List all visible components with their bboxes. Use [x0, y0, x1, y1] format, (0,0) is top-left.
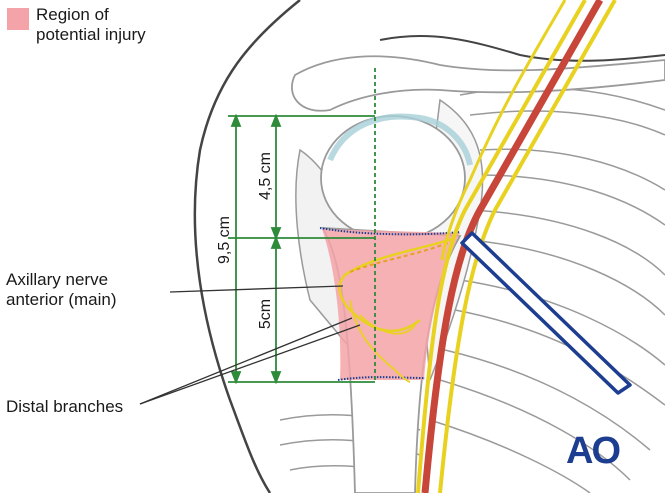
axillary-nerve-dashed: [349, 239, 456, 273]
legend-swatch: [7, 8, 29, 30]
leader-lines: [139, 285, 361, 405]
injury-bottom-edge: [337, 376, 426, 381]
neck-outline: [379, 35, 665, 62]
body-outline: [193, 0, 301, 493]
injury-region: [322, 229, 460, 380]
nerve-2: [438, 0, 617, 493]
articular-cartilage: [327, 113, 473, 166]
axillary-nerve-main: [338, 236, 456, 333]
dimension-lines: [228, 113, 375, 385]
measure-upper-label: 4,5 cm: [257, 152, 274, 201]
nerve-1: [416, 0, 587, 493]
clavicle: [291, 55, 665, 112]
legend-label: Region of potential injury: [36, 5, 146, 45]
measure-lower-label: 5cm: [257, 298, 274, 330]
artery: [421, 0, 604, 493]
injury-top-edge: [319, 227, 461, 236]
distal-branches-label: Distal branches: [6, 397, 124, 416]
measure-total-label: 9,5 cm: [216, 216, 233, 265]
humeral-head: [320, 115, 466, 241]
nerve-3: [440, 0, 567, 261]
axillary-nerve-label: Axillary nerve anterior (main): [6, 270, 117, 310]
ao-logo: AO: [566, 430, 621, 472]
axillary-branch-1: [349, 299, 411, 383]
retractor-instrument: [460, 231, 632, 395]
axillary-branch-2: [359, 314, 416, 335]
